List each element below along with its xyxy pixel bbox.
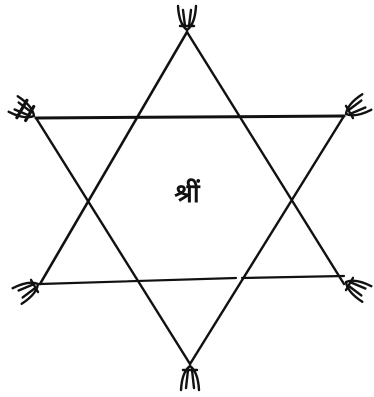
downward-triangle-right-edge <box>190 116 344 364</box>
downward-triangle-left-edge <box>36 118 190 364</box>
upward-triangle-right-edge <box>187 32 344 284</box>
trident-icon <box>8 95 39 124</box>
center-syllable: श्रीं <box>162 174 212 214</box>
trident-icon <box>342 94 372 122</box>
upward-triangle-base-right <box>242 276 344 278</box>
downward-triangle-top-edge <box>36 116 344 118</box>
trident-icon <box>342 274 372 302</box>
trident-icon <box>178 6 196 30</box>
trident-icon <box>181 366 199 390</box>
trident-icon <box>13 276 43 304</box>
